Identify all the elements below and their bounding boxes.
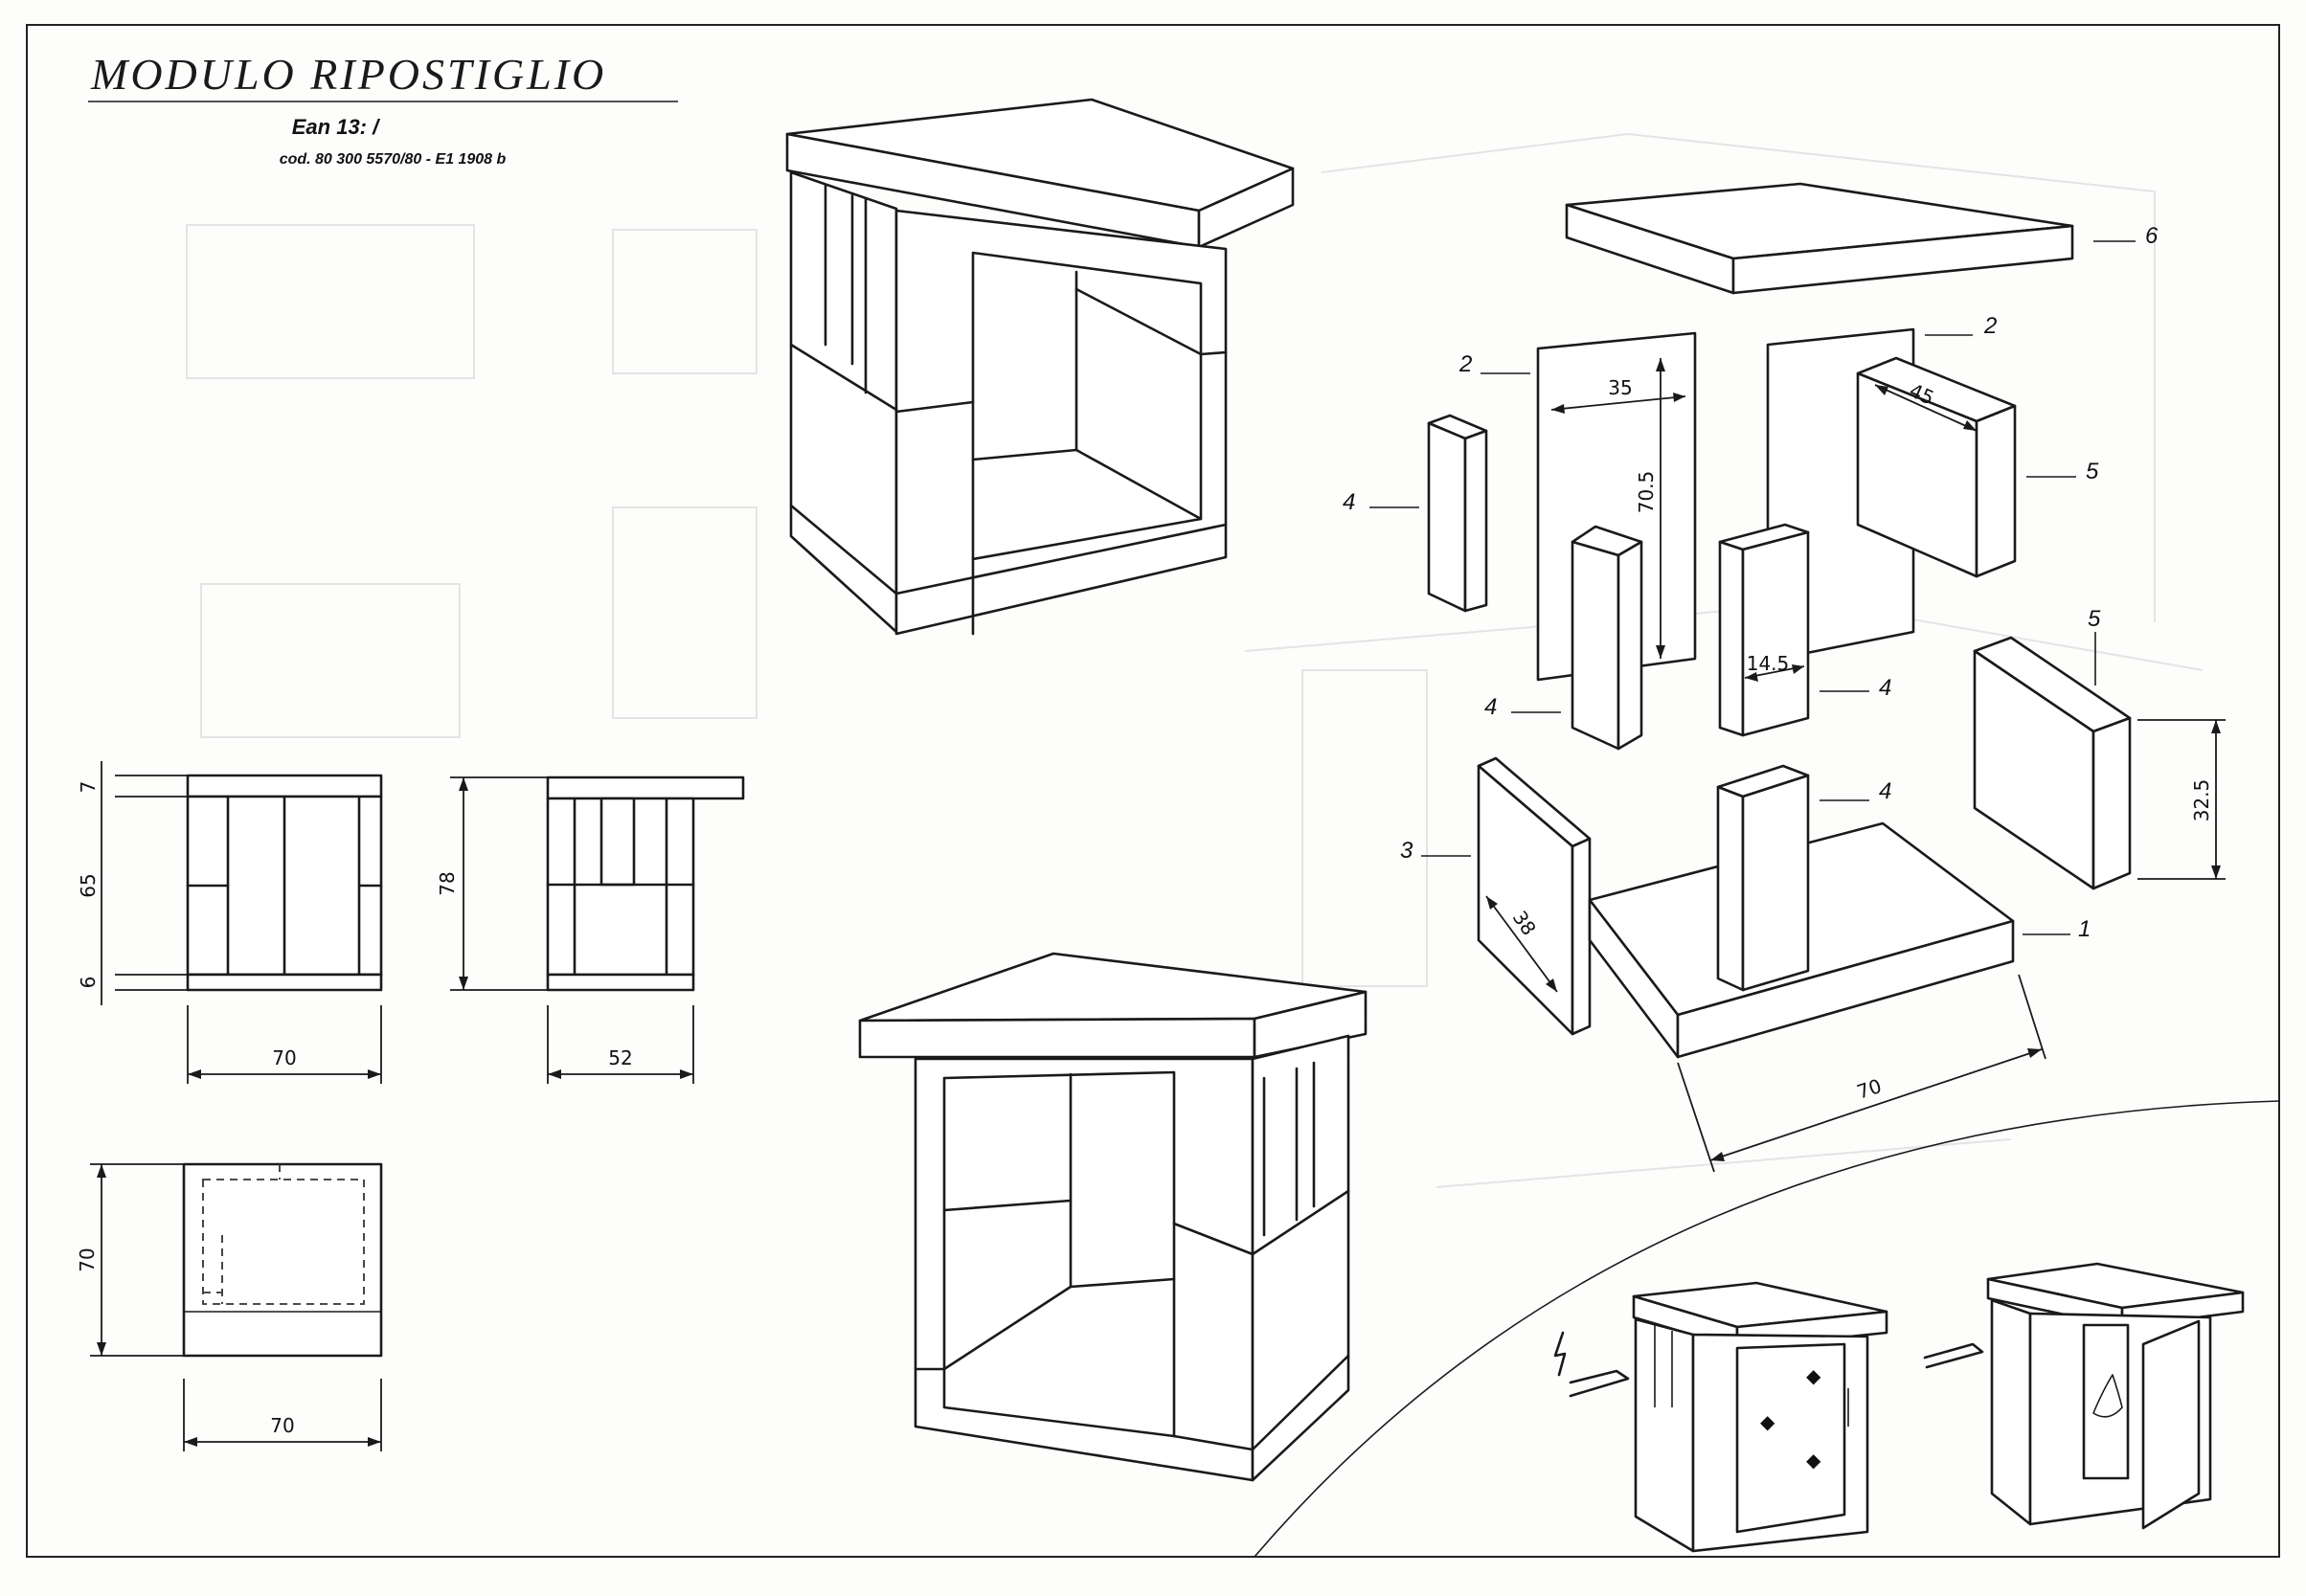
front-elevation (186, 774, 383, 992)
part-4-center-post: 14.5 4 (1718, 523, 1891, 737)
part-label-2-left: 2 (1458, 351, 1472, 377)
dim-panel-height: 70.5 (1635, 471, 1658, 514)
part-4-far-left-post: 4 (1343, 414, 1488, 613)
part-1-base-slab: 1 70 (1588, 821, 2091, 1173)
inset-closed-cabinet: ◆ ◆ ◆ (1553, 1281, 1888, 1553)
background-ghost-lines (186, 132, 2204, 1188)
dim-front-middle: 65 (77, 873, 100, 897)
part-label-4-d: 4 (1879, 778, 1891, 804)
sheet-frame (26, 24, 2280, 1558)
dim-side-block-height: 32.5 (2190, 779, 2213, 822)
part-label-5-upper: 5 (2086, 459, 2099, 484)
plan-view (182, 1162, 383, 1358)
part-3-end-panel: 38 3 (1400, 756, 1592, 1036)
dim-plan-depth: 70 (76, 1248, 99, 1271)
part-4-base-post: 4 (1716, 764, 1891, 992)
part-label-2-right: 2 (1983, 313, 1997, 339)
dim-front-width: 70 (272, 1046, 296, 1069)
dim-front-top: 7 (77, 781, 100, 794)
side-width-dimension: 52 (547, 1005, 694, 1084)
dim-front-bottom: 6 (77, 977, 100, 989)
part-label-1: 1 (2078, 916, 2091, 942)
front-width-dimension: 70 (187, 1005, 382, 1084)
dim-panel-width: 35 (1608, 376, 1632, 399)
dim-side-width: 52 (608, 1046, 632, 1069)
drawing-title: MODULO RIPOSTIGLIO (90, 50, 606, 99)
part-6-top-slab: 6 (1565, 182, 2159, 295)
flame-icon (2092, 1374, 2123, 1418)
dim-base-width: 70 (1854, 1074, 1885, 1104)
side-height-dimension: 78 (436, 776, 548, 991)
part-label-4-a: 4 (1343, 489, 1355, 515)
part-4-center-left-post: 4 (1484, 525, 1643, 751)
part-label-3: 3 (1400, 838, 1413, 864)
dim-post-width: 14.5 (1747, 652, 1790, 675)
part-label-4-c: 4 (1879, 675, 1891, 701)
product-code: cod. 80 300 5570/80 - E1 1908 b (280, 151, 507, 168)
dim-plan-width: 70 (270, 1414, 294, 1437)
plan-depth-dimension: 70 (76, 1163, 184, 1357)
front-height-dimensions: 7 65 6 (77, 761, 188, 1005)
plan-width-dimension: 70 (183, 1379, 382, 1451)
part-label-4-b: 4 (1484, 694, 1497, 720)
svg-text:◆: ◆ (1806, 1449, 1821, 1472)
part-5-upper-block: 45 5 (1856, 356, 2099, 578)
exploded-view: 6 2 35 70.5 2 4 (1343, 182, 2226, 1173)
ean-code: Ean 13: / (292, 115, 381, 139)
title-block: MODULO RIPOSTIGLIO Ean 13: / cod. 80 300… (88, 50, 678, 168)
svg-text:◆: ◆ (1806, 1364, 1821, 1387)
inset-open-cabinet (1923, 1262, 2245, 1530)
isometric-view-top (785, 98, 1295, 636)
part-label-5-lower: 5 (2088, 606, 2101, 632)
part-label-6: 6 (2145, 223, 2159, 249)
side-elevation (546, 776, 745, 992)
isometric-view-bottom (858, 952, 1368, 1482)
usage-inset: ◆ ◆ ◆ (1254, 1100, 2280, 1558)
lightning-icon (1553, 1331, 1567, 1377)
part-5-lower-block: 5 32.5 (1973, 606, 2226, 890)
svg-text:◆: ◆ (1760, 1410, 1775, 1433)
dim-side-height: 78 (436, 871, 459, 895)
